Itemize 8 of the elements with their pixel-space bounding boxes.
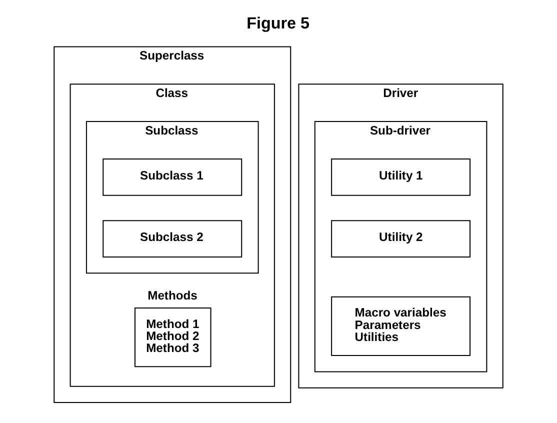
node-box: Method 1 Method 2 Method 3 bbox=[134, 308, 212, 368]
node-box: Macro variables Parameters Utilities bbox=[331, 296, 471, 356]
node-box: Subclass 1 bbox=[102, 158, 242, 196]
node-box: Utility 1 bbox=[331, 158, 471, 196]
diagram-title: Figure 5 bbox=[246, 14, 310, 32]
node-box: Subclass 2 bbox=[102, 220, 242, 258]
node-label: Methods bbox=[148, 288, 198, 303]
node-box: Utility 2 bbox=[331, 220, 471, 258]
